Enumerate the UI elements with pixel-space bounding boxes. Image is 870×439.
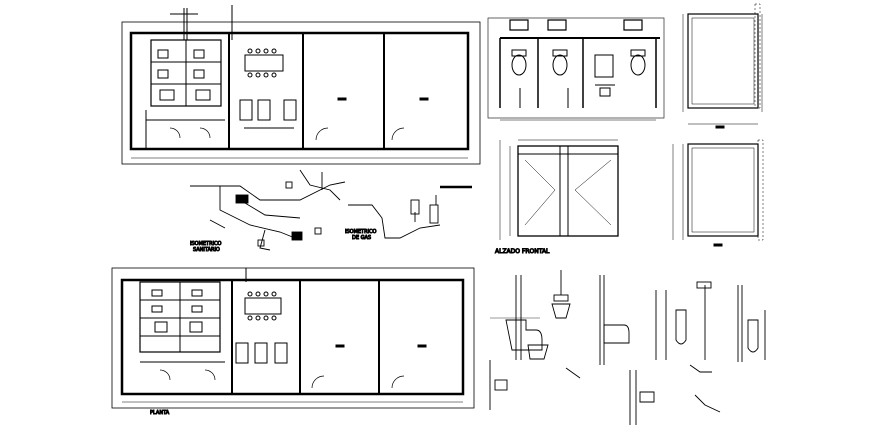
isometric-gas-subtitle: DE GAS bbox=[352, 235, 371, 241]
upper-floor-plan bbox=[121, 5, 481, 165]
lower-floor-plan bbox=[111, 267, 475, 409]
toilet-stalls-section bbox=[487, 17, 665, 121]
isometric-sanitary-title: ISOMETRICO bbox=[190, 241, 222, 247]
side-elevation-middle bbox=[672, 139, 764, 247]
plumbing-fixture-details bbox=[489, 270, 766, 425]
isometric-gas-title: ISOMETRICO bbox=[345, 229, 377, 235]
isometric-sanitary-diagram bbox=[190, 169, 346, 251]
isometric-sanitary-subtitle: SANITARIO bbox=[193, 247, 220, 253]
front-elevation bbox=[499, 139, 619, 240]
front-elevation-label: ALZADO FRONTAL bbox=[495, 248, 550, 255]
side-elevation-top bbox=[682, 3, 763, 129]
floor-plan-label: PLANTA bbox=[150, 410, 170, 416]
isometric-gas-diagram bbox=[348, 185, 472, 239]
